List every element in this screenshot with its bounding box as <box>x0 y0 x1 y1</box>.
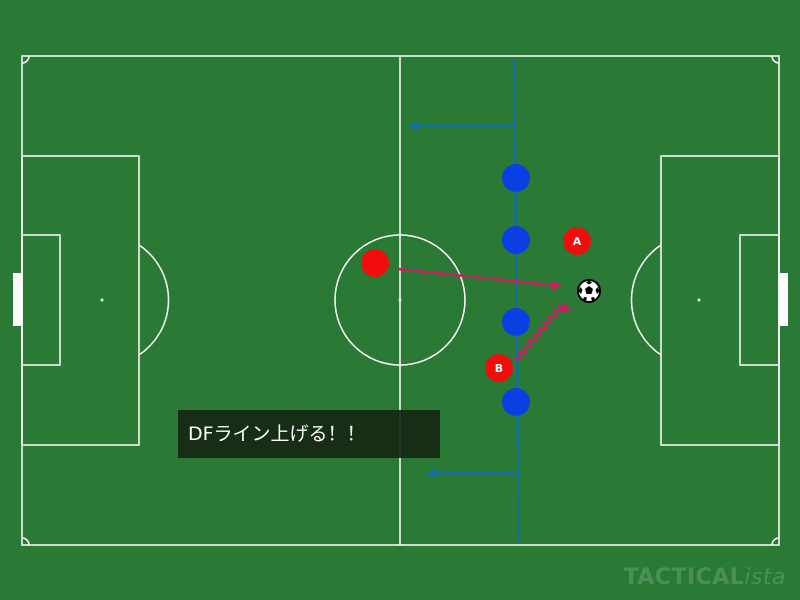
center-circle <box>334 234 466 366</box>
watermark-main: TACTICAL <box>623 565 745 590</box>
left-goal <box>13 273 22 326</box>
watermark-suffix: ista <box>744 565 786 590</box>
defender-1[interactable] <box>502 164 530 192</box>
right-penalty-spot <box>697 298 701 302</box>
attacker-b-label: B <box>495 362 503 375</box>
defenders <box>502 164 530 416</box>
attackers: A B <box>361 227 591 382</box>
right-penalty-arc <box>630 244 662 356</box>
run-arrow <box>397 267 562 291</box>
attacker-a-label: A <box>573 235 582 248</box>
tactic-caption: DFライン上げる！！ <box>178 410 440 458</box>
corner-arc-top-right <box>771 55 780 64</box>
defender-3[interactable] <box>502 308 530 336</box>
right-goal-area <box>739 234 780 366</box>
corner-arc-bottom-left <box>21 537 30 546</box>
left-goal-area <box>21 234 61 366</box>
attacker-b[interactable]: B <box>485 354 513 382</box>
attacker-a[interactable]: A <box>563 227 591 255</box>
defensive-line <box>512 59 521 544</box>
watermark-logo: TACTICALista <box>623 565 786 590</box>
left-penalty-area <box>21 155 140 446</box>
soccer-ball-icon[interactable] <box>577 279 601 303</box>
dribble-arrow <box>513 302 572 361</box>
right-penalty-area <box>660 155 780 446</box>
right-goal <box>779 273 788 326</box>
corner-arc-bottom-right <box>771 537 780 546</box>
center-spot <box>398 298 402 302</box>
corner-arc-top-left <box>21 55 30 64</box>
left-penalty-arc <box>138 244 170 356</box>
left-penalty-spot <box>100 298 104 302</box>
defender-4[interactable] <box>502 388 530 416</box>
defender-2[interactable] <box>502 226 530 254</box>
attacker-center[interactable] <box>361 249 389 277</box>
